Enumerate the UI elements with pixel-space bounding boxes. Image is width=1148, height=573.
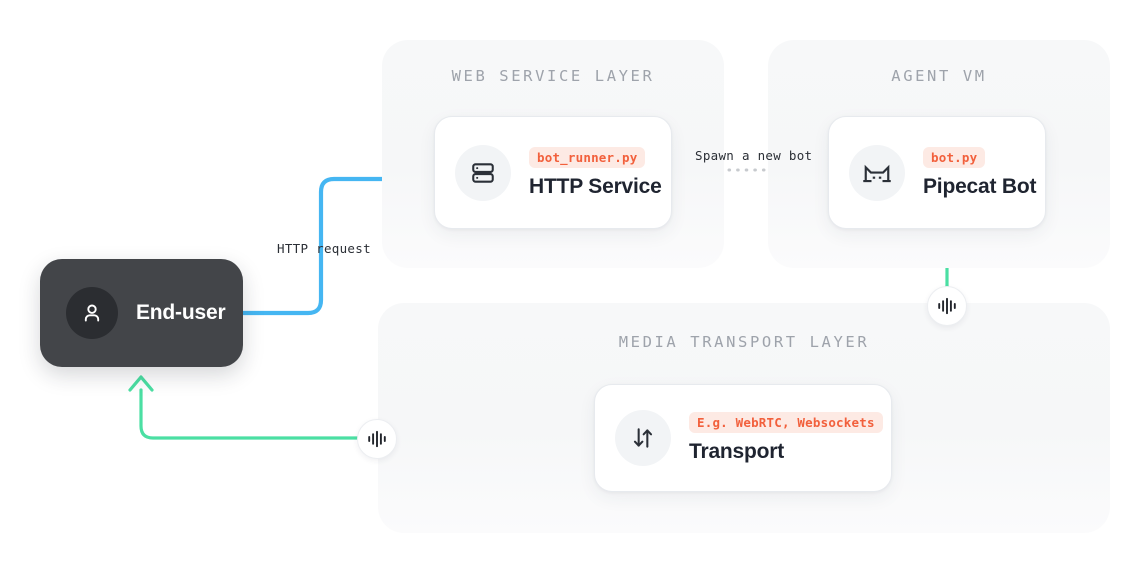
node-end-user-label: End-user <box>136 301 226 324</box>
node-transport[interactable]: E.g. WebRTC, Websockets Transport <box>594 384 892 492</box>
node-http-service[interactable]: bot_runner.py HTTP Service <box>434 116 672 229</box>
web-service-layer-title: WEB SERVICE LAYER <box>451 67 655 85</box>
agent-vm-layer-title: AGENT VM <box>891 67 987 85</box>
node-transport-title: Transport <box>689 440 785 463</box>
person-icon <box>66 287 118 339</box>
up-down-arrows-icon <box>615 410 671 466</box>
node-transport-text: E.g. WebRTC, Websockets Transport <box>689 412 883 464</box>
cat-icon <box>849 144 905 201</box>
audio-waveform-badge-left <box>357 419 397 459</box>
connector-http-request <box>240 176 413 316</box>
audio-waveform-icon <box>937 297 957 315</box>
node-transport-badge: E.g. WebRTC, Websockets <box>689 412 883 433</box>
server-icon <box>455 144 511 201</box>
audio-waveform-badge-right <box>927 286 967 326</box>
audio-waveform-icon <box>367 430 387 448</box>
arrowhead-media-to-enduser <box>128 375 154 392</box>
node-http-service-badge: bot_runner.py <box>529 146 646 168</box>
node-pipecat-bot-title: Pipecat Bot <box>923 174 1037 198</box>
connector-media-to-enduser <box>139 388 362 440</box>
connector-spawn-bot-label: Spawn a new bot <box>695 148 813 163</box>
node-http-service-text: bot_runner.py HTTP Service <box>529 146 662 199</box>
node-pipecat-bot-badge: bot.py <box>923 146 986 168</box>
node-http-service-title: HTTP Service <box>529 174 662 198</box>
node-pipecat-bot[interactable]: bot.py Pipecat Bot <box>828 116 1046 229</box>
media-transport-layer-title: MEDIA TRANSPORT LAYER <box>618 333 870 351</box>
node-end-user[interactable]: End-user <box>40 259 243 367</box>
node-pipecat-bot-text: bot.py Pipecat Bot <box>923 146 1037 199</box>
connector-http-request-label: HTTP request <box>277 241 371 256</box>
